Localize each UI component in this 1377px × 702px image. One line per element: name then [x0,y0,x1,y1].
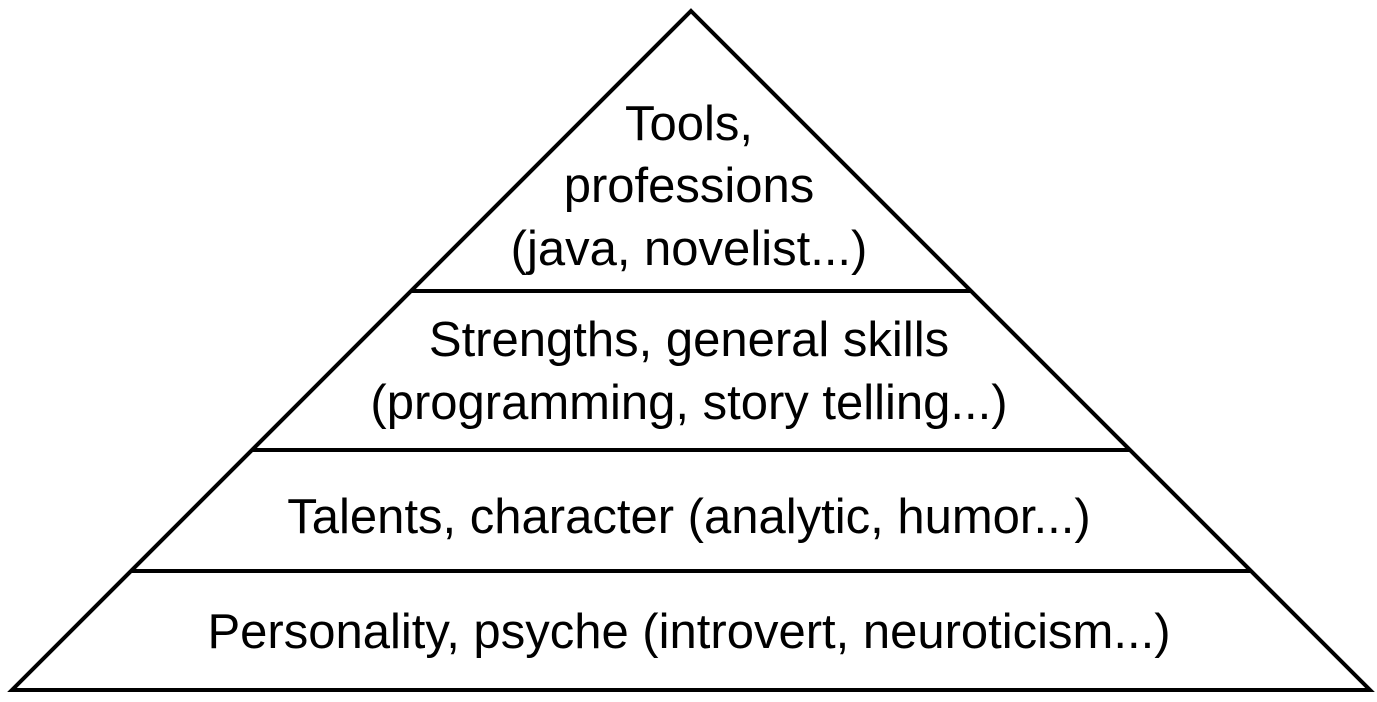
tier-strengths-line-1: Strengths, general skills [429,313,949,367]
pyramid-outline [7,8,1375,692]
tier-personality-line-1: Personality, psyche (introvert, neurotic… [207,605,1170,659]
tier-talents: Talents, character (analytic, humor...) [287,490,1090,544]
tier-talents-line-1: Talents, character (analytic, humor...) [287,490,1090,544]
tier-personality: Personality, psyche (introvert, neurotic… [207,605,1170,659]
tier-tools-line-1: Tools, [625,97,753,151]
tier-strengths-line-2: (programming, story telling...) [370,376,1007,430]
tier-tools: Tools, professions (java, novelist...) [511,97,868,276]
tier-tools-line-3: (java, novelist...) [511,222,868,276]
tier-strengths: Strengths, general skills (programming, … [370,313,1007,430]
tier-tools-line-2: professions [564,159,815,213]
